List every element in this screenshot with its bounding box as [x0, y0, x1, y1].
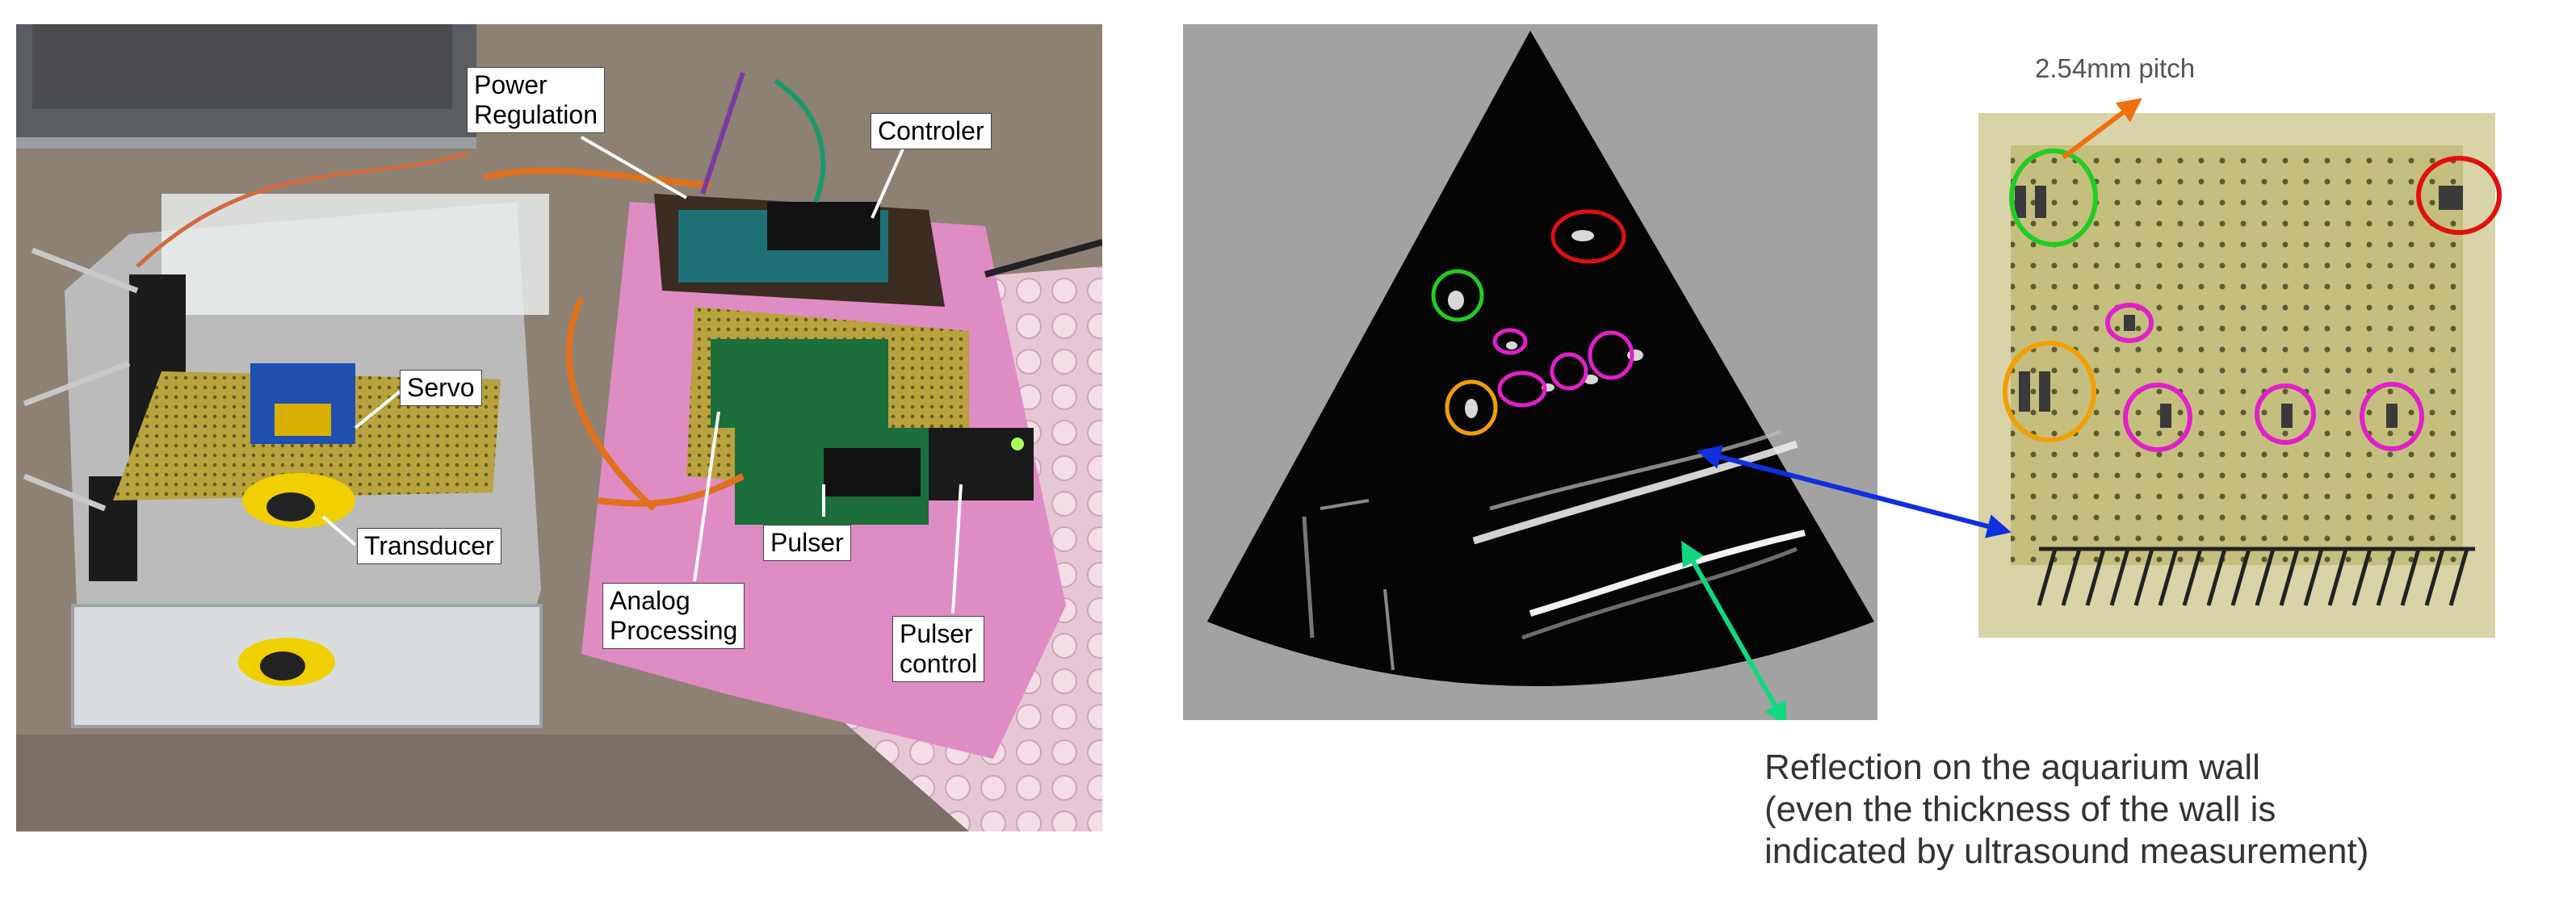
scan-marker-orange	[1445, 379, 1498, 436]
pitch-label: 2.54mm pitch	[2035, 53, 2196, 83]
label-power-regulation: Power Regulation	[467, 67, 605, 133]
label-pulser-control: Pulser control	[892, 616, 985, 682]
label-transducer: Transducer	[357, 528, 501, 564]
hardware-setup-photo: Power Regulation Controler Servo Transdu…	[16, 24, 1102, 831]
scan-marker-magenta	[1497, 371, 1547, 408]
board-marker-magenta	[2105, 303, 2154, 343]
reflection-caption: Reflection on the aquarium wall (even th…	[1764, 748, 2369, 871]
board-marker-orange	[2003, 341, 2096, 442]
board-marker-magenta	[2255, 383, 2316, 445]
pitch-arrow	[2062, 98, 2142, 160]
board-marker-magenta	[2123, 383, 2192, 452]
wall-correspondence-arrow	[1697, 445, 2012, 538]
label-controler: Controler	[871, 113, 992, 149]
scan-marker-red	[1550, 209, 1626, 264]
board-marker-red	[2416, 156, 2502, 235]
scan-marker-magenta	[1550, 352, 1588, 391]
ultrasound-scan-panel: 2.54mm pitch	[1183, 24, 2560, 720]
board-marker-magenta	[2360, 382, 2424, 451]
scan-marker-magenta	[1588, 330, 1634, 380]
scan-marker-magenta	[1492, 328, 1528, 355]
header-pins	[2037, 547, 2475, 606]
label-analog-processing: Analog Processing	[602, 583, 745, 649]
board-marker-green	[2009, 149, 2098, 247]
wall-reflection-arrow	[1681, 540, 1787, 720]
label-pulser: Pulser	[763, 525, 851, 561]
label-servo: Servo	[400, 370, 482, 406]
scan-marker-green	[1431, 269, 1484, 322]
ultrasound-comparison	[1183, 24, 2560, 720]
